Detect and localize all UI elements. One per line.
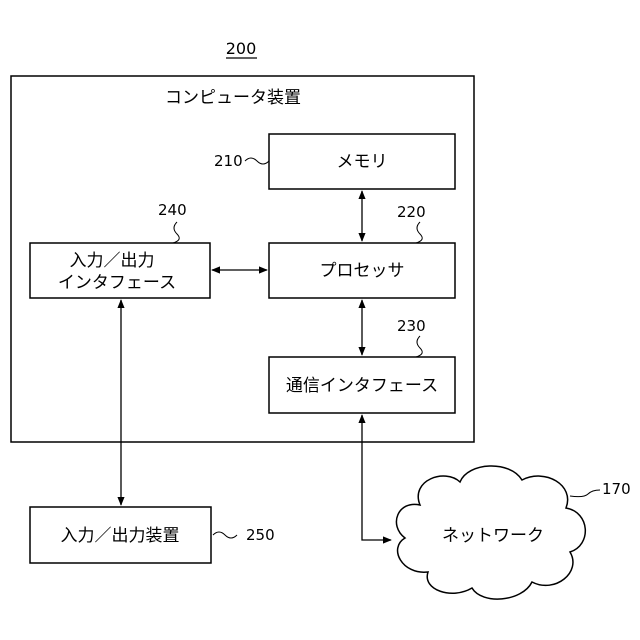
io-device-ref: 250 xyxy=(246,526,275,544)
memory-label: メモリ xyxy=(337,152,388,172)
processor-ref: 220 xyxy=(397,203,426,221)
memory-leader xyxy=(245,158,269,164)
io-device-label: 入力／出力装置 xyxy=(61,526,180,546)
processor-label: プロセッサ xyxy=(320,261,405,281)
memory-ref: 210 xyxy=(214,152,243,170)
comm-interface-ref: 230 xyxy=(397,317,426,335)
io-interface-leader xyxy=(173,222,179,243)
comm-network-link xyxy=(362,415,391,540)
io-device-leader xyxy=(213,532,237,538)
comm-interface-label: 通信インタフェース xyxy=(286,376,438,396)
processor-leader xyxy=(416,222,422,243)
io-interface-label-line2: インタフェース xyxy=(58,273,176,293)
network-ref: 170 xyxy=(602,480,631,498)
io-interface-ref: 240 xyxy=(158,201,187,219)
figure-number: 200 xyxy=(226,39,257,58)
comm-interface-leader xyxy=(416,336,422,357)
network-leader xyxy=(570,490,600,497)
network-label: ネットワーク xyxy=(442,526,544,546)
computer-device-title: コンピュータ装置 xyxy=(165,88,301,108)
io-interface-label-line1: 入力／出力 xyxy=(70,251,155,271)
